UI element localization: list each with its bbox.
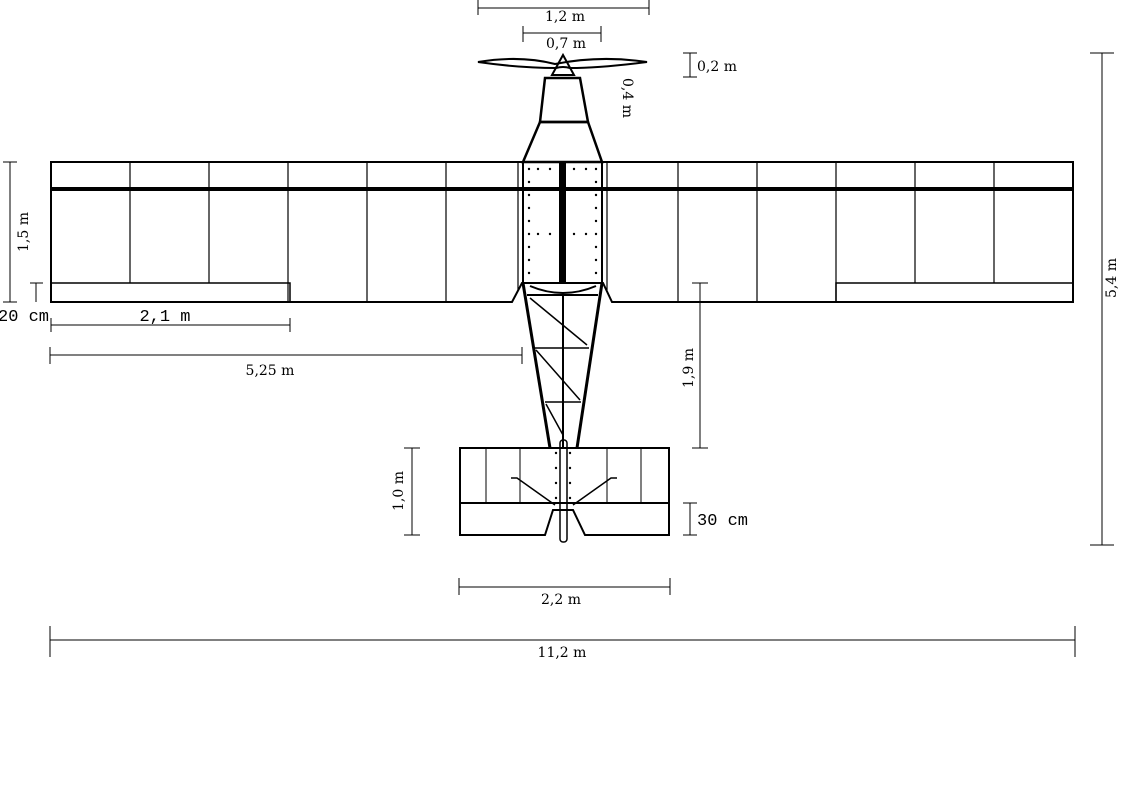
right-aileron (835, 282, 1074, 303)
spinner (550, 52, 576, 76)
aileron-span-label: 2,1 m (139, 308, 190, 327)
rivet (594, 180, 598, 184)
stab-chord-label: 1,0 m (391, 471, 407, 511)
rivet (584, 167, 588, 171)
prop-offset-label: 0,2 m (697, 59, 737, 75)
wingspan-label: 11,2 m (538, 645, 587, 661)
rivet (594, 206, 598, 210)
elevator (459, 502, 670, 536)
tail-boom (521, 282, 604, 449)
cowling (538, 76, 590, 124)
rivet (572, 232, 576, 236)
rivet (548, 232, 552, 236)
rivet (554, 481, 558, 485)
wing-ribs (129, 162, 995, 302)
rivet (554, 496, 558, 500)
rivet (568, 451, 572, 455)
rivet (527, 219, 531, 223)
hub-width-label: 0,7 m (546, 36, 586, 52)
rivet (594, 245, 598, 249)
rivet (527, 245, 531, 249)
rivet (568, 496, 572, 500)
rivet (594, 232, 598, 236)
stab-ribs (485, 448, 642, 506)
propeller (477, 57, 648, 70)
tail-boom-label: 1,9 m (681, 348, 697, 388)
prop-span-label: 1,2 m (545, 9, 585, 25)
rivet (527, 180, 531, 184)
aircraft-top-view (50, 52, 1074, 543)
rivet (568, 466, 572, 470)
rivet (527, 167, 531, 171)
rivet (594, 167, 598, 171)
rivet (554, 451, 558, 455)
cowl-length-label: 0,4 m (619, 78, 635, 118)
dimension-labels: 1,2 m 0,7 m 0,2 m 0,4 m 1,5 m 20 cm 2,1 … (0, 9, 1120, 661)
rivet (594, 193, 598, 197)
rivet (584, 232, 588, 236)
rivet (536, 232, 540, 236)
horizontal-stabilizer (459, 447, 670, 504)
stab-span-label: 2,2 m (541, 592, 581, 608)
keel-beam (559, 162, 566, 283)
rivet (527, 258, 531, 262)
rivets (527, 167, 598, 500)
dimension-lines (3, 0, 1114, 657)
overall-length-label: 5,4 m (1104, 258, 1120, 298)
tail-rod (559, 439, 568, 543)
rivet (527, 193, 531, 197)
rivet (527, 206, 531, 210)
rivet (594, 271, 598, 275)
rivet (536, 167, 540, 171)
left-aileron (50, 282, 291, 303)
rivet (548, 167, 552, 171)
half-span-label: 5,25 m (246, 363, 295, 379)
elevator-chord-label: 30 cm (697, 512, 748, 531)
rivet (594, 258, 598, 262)
aileron-chord-label: 20 cm (0, 308, 49, 327)
wing-chord-label: 1,5 m (16, 212, 32, 252)
forward-fuselage (521, 120, 604, 164)
rivet (527, 271, 531, 275)
rivet (594, 219, 598, 223)
rivet (572, 167, 576, 171)
rivet (527, 232, 531, 236)
rivet (568, 481, 572, 485)
rivet (554, 466, 558, 470)
